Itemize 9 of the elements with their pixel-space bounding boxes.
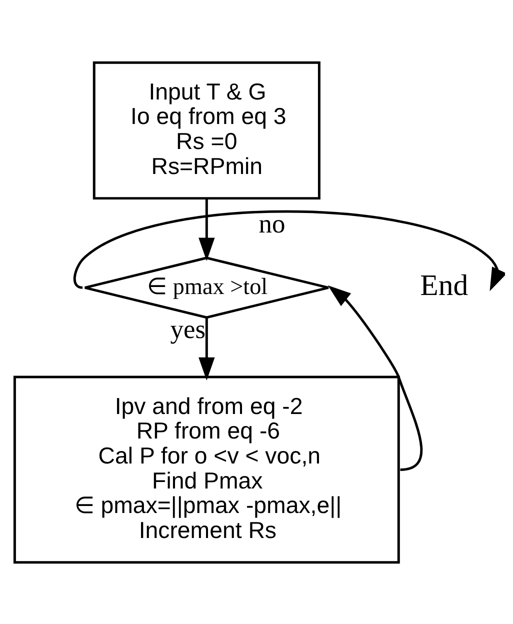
arrow [198,318,215,380]
node-text: End [420,268,468,302]
node-diamond: ∈ pmax >tol [84,256,330,318]
node-box: Ipv and from eq -2 RP from eq -6 Cal P for o <v < voc,n Find Pmax ∈ pmax=||pmax -pmax,e|| Increment Rs [13,375,400,564]
edge-label: no [258,208,286,238]
arrow [198,198,215,260]
node-box: Input T & G Io eq from eq 3 Rs =0 Rs=RPmin [92,60,320,200]
arrow [74,210,505,291]
arrow [328,284,422,470]
